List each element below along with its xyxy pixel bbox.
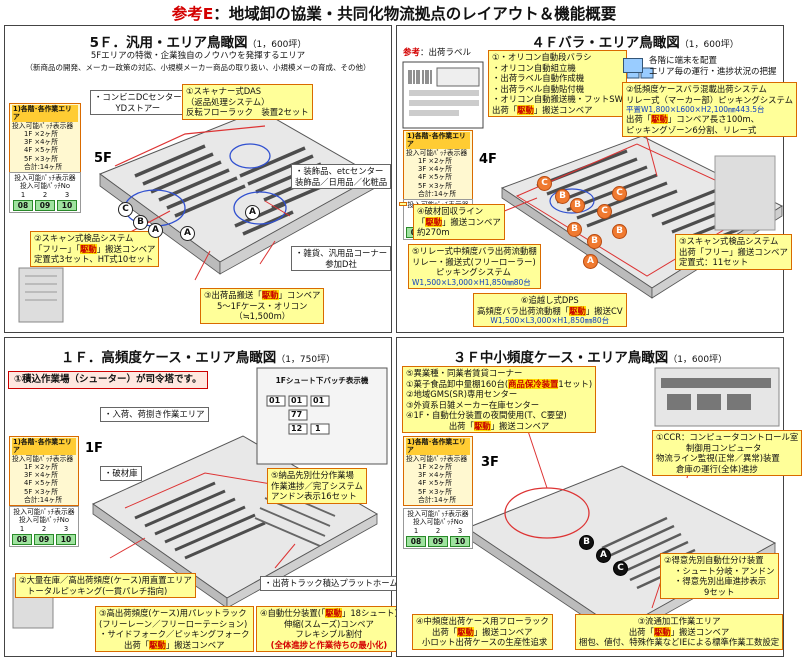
marker-c: C	[597, 204, 612, 219]
p4-note: 各階に端末を配置エリア毎の運行・進捗状況の把握	[623, 56, 777, 78]
marker-b: B	[133, 215, 148, 230]
title-text: ：地域卸の協業・共同化物流拠点のレイアウト＆機能概要	[213, 5, 617, 23]
p1-box-in: ・入荷、荷捌き作業エリア	[100, 407, 209, 422]
p4-box-2: ②低頻度ケースバラ混載出荷システムリレー式（マーカー部）ピッキングシステム 平置…	[622, 82, 797, 138]
p5-floor-label: 5F	[94, 151, 112, 166]
p3-box-4: ④中頻度出荷ケース用フローラック 出荷「駆動」搬送コンベア 小ロット出荷ケースの…	[412, 614, 553, 650]
marker-b: B	[612, 224, 627, 239]
p4-box-6: ⑥追越し式DPS 高頻度バラ出荷流動棚「駆動」搬送CV W1,500×L3,00…	[473, 293, 627, 328]
marker-a: A	[180, 226, 195, 241]
marker-b: B	[555, 189, 570, 204]
p1-floor-label: 1F	[85, 441, 103, 456]
p4-floor-label: 4F	[479, 152, 497, 167]
p1-box-2: ②大量在庫／高出荷頻度(ケース)用直置エリアトータルピッキング(一貫パレチ指向)	[15, 573, 196, 598]
p5-box-3: ③出荷品搬送「駆動」コンベア 5～1Fケース・オリコン（≒1,500m）	[200, 288, 325, 324]
p3-box-2: ②得意先別自動仕分け装置 ・シュート分岐・アンドン ・得意先別出庫進捗表示 9セ…	[660, 553, 779, 599]
marker-a: A	[583, 254, 598, 269]
p5-desc1: 5Fエリアの特徴・企業独自のノウハウを発揮するエリア	[90, 51, 306, 61]
marker-c: C	[537, 176, 552, 191]
panel-5f-title: 5Ｆ．汎用・エリア鳥瞰図（1，600坪）	[89, 35, 307, 51]
p4-box-5: ⑤リレー式中頻度バラ出荷流動棚リレー・搬送式(フリーローラー) ピッキングシステ…	[408, 244, 541, 289]
p1-box-5: ⑤納品先別仕分作業場作業進捗／完了システムアンドン表示16セット	[267, 468, 367, 504]
p1-batch-title: 1Fシュート下バッチ表示機	[275, 376, 369, 385]
marker-c: C	[118, 202, 133, 217]
panel-1f-title: １Ｆ．高頻度ケース・エリア鳥瞰図（1，750坪）	[60, 350, 336, 366]
p5-box-deco: ・装飾品、etcセンター装飾品／日用品／化粧品	[291, 164, 392, 189]
p1-box-1: ①積込作業場（シューター）が司令塔です。	[8, 371, 208, 389]
marker-b: B	[570, 198, 585, 213]
p4-box-4	[399, 202, 407, 206]
marker-a: A	[596, 548, 611, 563]
panel-3f-title: ３Ｆ中小頻度ケース・エリア鳥瞰図（1，600坪）	[452, 350, 728, 366]
main-title: 参考E：地域卸の協業・共同化物流拠点のレイアウト＆機能概要	[0, 2, 788, 24]
panel-3f: ３Ｆ中小頻度ケース・エリア鳥瞰図（1，600坪） 3F ⑤異業種・同業者賃貸コー…	[396, 337, 802, 657]
marker-c: C	[613, 561, 628, 576]
p1-box-truck: ・出荷トラック積込プラットホーム	[260, 576, 402, 591]
marker-a: A	[245, 205, 260, 220]
p4-ref-label: 参考：出荷ラベル	[403, 48, 472, 58]
p3-floor-label: 3F	[481, 455, 499, 470]
p5-desc2: （新商品の開発、メーカー政策の対応、小規模メーカー商品の取り扱い、小規模メーの育…	[25, 63, 371, 72]
p1-box-4: ④自動仕分装置(「駆動」18シュート) 伸縮(スムーズ)コンベアフレキシブル割付…	[256, 606, 402, 652]
p5-box-1: ①スキャナー式DAS（返品処理システム）反転フローラック 装置2セット	[182, 84, 313, 120]
marker-b: B	[579, 535, 594, 550]
p3-box-1: ①CCR：コンピュータコントロール室 制御用コンピュータ 物流ライン監視(正常／…	[652, 430, 802, 476]
p1-box-damage: ・破材庫	[100, 466, 142, 481]
panel-1f: １Ｆ．高頻度ケース・エリア鳥瞰図（1，750坪） ①積込作業場（シューター）が司…	[4, 337, 402, 657]
title-prefix: 参考E	[171, 5, 214, 23]
p4-box-4-content: ④破材回収ライン 「駆動」搬送コンベア 約270m	[413, 204, 505, 240]
marker-c: C	[612, 186, 627, 201]
panel-5f: 5Ｆ．汎用・エリア鳥瞰図（1，600坪） 5Fエリアの特徴・企業独自のノウハウを…	[4, 25, 392, 333]
marker-b: B	[587, 234, 602, 249]
marker-b: B	[567, 222, 582, 237]
p5-box-2: ②スキャン式検品システム 「フリー」「駆動」搬送コンベア 定置式3セット、HT式…	[30, 231, 160, 267]
monitor-icon	[623, 58, 643, 73]
p5-box-misc: ・雑貨、汎用品コーナー参加D社	[291, 246, 392, 271]
p3-box-5: ⑤異業種・同業者賃貸コーナー ①菓子食品卸中量棚160台(商品保冷装置1セット)…	[402, 366, 597, 433]
p4-box-1: ①・オリコン自動段バラシ・オリコン自動組立機・出荷ラベル自動作成機 ・出荷ラベル…	[488, 50, 627, 117]
p1-box-3: ③高出荷頻度(ケース)用パレットラック(フリーレーン／フリーローテーション)・サ…	[95, 606, 254, 652]
p4-box-3: ③スキャン式検品システム出荷「フリー」搬送コンベア定置式：11セット	[675, 234, 792, 270]
panel-4f: ４Ｆバラ・エリア鳥瞰図（1，600坪） 参考：出荷ラベル 4F	[396, 25, 797, 333]
marker-a: A	[148, 223, 163, 238]
panel-4f-title: ４Ｆバラ・エリア鳥瞰図（1，600坪）	[531, 35, 739, 51]
p3-box-3: ③流通加工作業エリア 出荷「駆動」搬送コンベア 梱包、値付、特殊作業などIEによ…	[575, 614, 784, 650]
